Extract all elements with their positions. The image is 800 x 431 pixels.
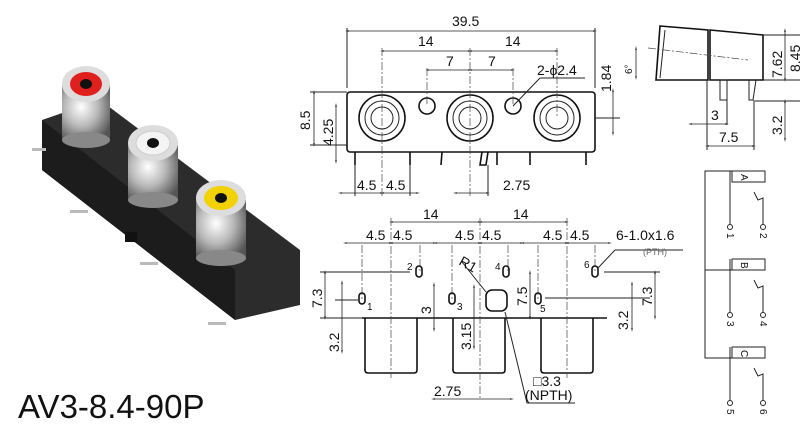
dim-height: 8.5	[297, 110, 313, 130]
dim-height-b: 8.45	[787, 45, 800, 72]
jack-outlines	[358, 94, 581, 142]
channel-c-label: C	[738, 350, 749, 357]
schematic-pin-1: 1	[724, 233, 735, 239]
dim-center-height: 4.25	[320, 119, 336, 146]
hole-callout: 2-ϕ2.4	[537, 62, 577, 78]
schematic-pin-3: 3	[724, 321, 735, 327]
schematic-pin-4: 4	[757, 321, 768, 327]
front-view: 39.5 14 14 7 7 2-ϕ2.4 1.84 8.5 4.25 4.5 …	[297, 13, 620, 196]
pin-1: 1	[367, 302, 373, 313]
dim-height-a: 7.62	[769, 51, 785, 78]
pin-2: 2	[407, 262, 413, 273]
pin-6: 6	[584, 260, 590, 271]
dim-angle: 6°	[624, 64, 635, 74]
fp-spacing-3: 4.5	[455, 227, 475, 243]
dim-offset: 1.84	[598, 65, 614, 92]
dim-pin-left: 4.5	[357, 177, 377, 193]
square-hole	[485, 289, 508, 312]
pad-type: (PTH)	[643, 247, 667, 257]
dim-left-7-3: 7.3	[309, 288, 325, 308]
dim-depth: 7.5	[719, 129, 739, 145]
square-hole-size: □3.3	[533, 373, 561, 389]
pin-5: 5	[540, 304, 546, 315]
channel-c: C 5 6	[724, 346, 768, 415]
dim-left-3-2: 3.2	[326, 332, 342, 352]
dim-pin-offset: 2.75	[503, 177, 530, 193]
dim-pitch-left: 14	[418, 33, 434, 49]
square-hole-type: (NPTH)	[525, 387, 572, 403]
side-view: 6° 7.62 8.45 3.2 3 7.5	[624, 25, 800, 150]
pad-callout: 6-1.0x1.6	[616, 227, 675, 243]
dim-half-right: 7	[488, 53, 496, 69]
model-number: AV3-8.4-90P	[18, 388, 205, 425]
fp-spacing-4: 4.5	[482, 227, 502, 243]
schematic-pin-2: 2	[757, 233, 768, 239]
fp-spacing-5: 4.5	[543, 227, 563, 243]
pin-3: 3	[457, 302, 463, 313]
pcb-footprint: 14 14 4.5 4.5 4.5 4.5 4.5 4.5 6-1.0x1.6 …	[309, 206, 683, 404]
dim-pin-length: 3.2	[769, 115, 785, 135]
channel-a-label: A	[738, 174, 749, 181]
schematic-pin-5: 5	[724, 409, 735, 415]
fp-spacing-2: 4.5	[393, 227, 413, 243]
dim-2-75: 2.75	[434, 383, 461, 399]
product-photo	[32, 66, 300, 325]
schematic: A 1 2 B 3 4 C 5 6	[704, 170, 768, 415]
fp-pitch-right: 14	[513, 206, 529, 222]
dim-right-3-2: 3.2	[615, 310, 631, 330]
dim-overall-width: 39.5	[452, 13, 479, 29]
dim-pin-right: 4.5	[386, 177, 406, 193]
dim-half-left: 7	[446, 53, 454, 69]
jack-white	[128, 125, 178, 208]
dim-right-7-3: 7.3	[639, 286, 655, 306]
fp-spacing-6: 4.5	[570, 227, 590, 243]
pin-4: 4	[495, 262, 501, 273]
schematic-pin-6: 6	[757, 409, 768, 415]
radius-label: R1	[457, 253, 481, 276]
dim-3-15: 3.15	[458, 323, 474, 350]
fp-spacing-1: 4.5	[366, 227, 386, 243]
dim-pin-spacing: 3	[711, 107, 719, 123]
pads	[358, 265, 599, 305]
jack-yellow	[196, 180, 246, 266]
dim-pitch-right: 14	[505, 33, 521, 49]
channel-b: B 3 4	[724, 258, 768, 327]
fp-pitch-left: 14	[423, 206, 439, 222]
channel-a: A 1 2	[724, 170, 768, 239]
dim-3: 3	[418, 306, 434, 314]
jack-red	[62, 66, 110, 148]
channel-b-label: B	[738, 262, 749, 269]
dim-7-5: 7.5	[514, 286, 530, 306]
